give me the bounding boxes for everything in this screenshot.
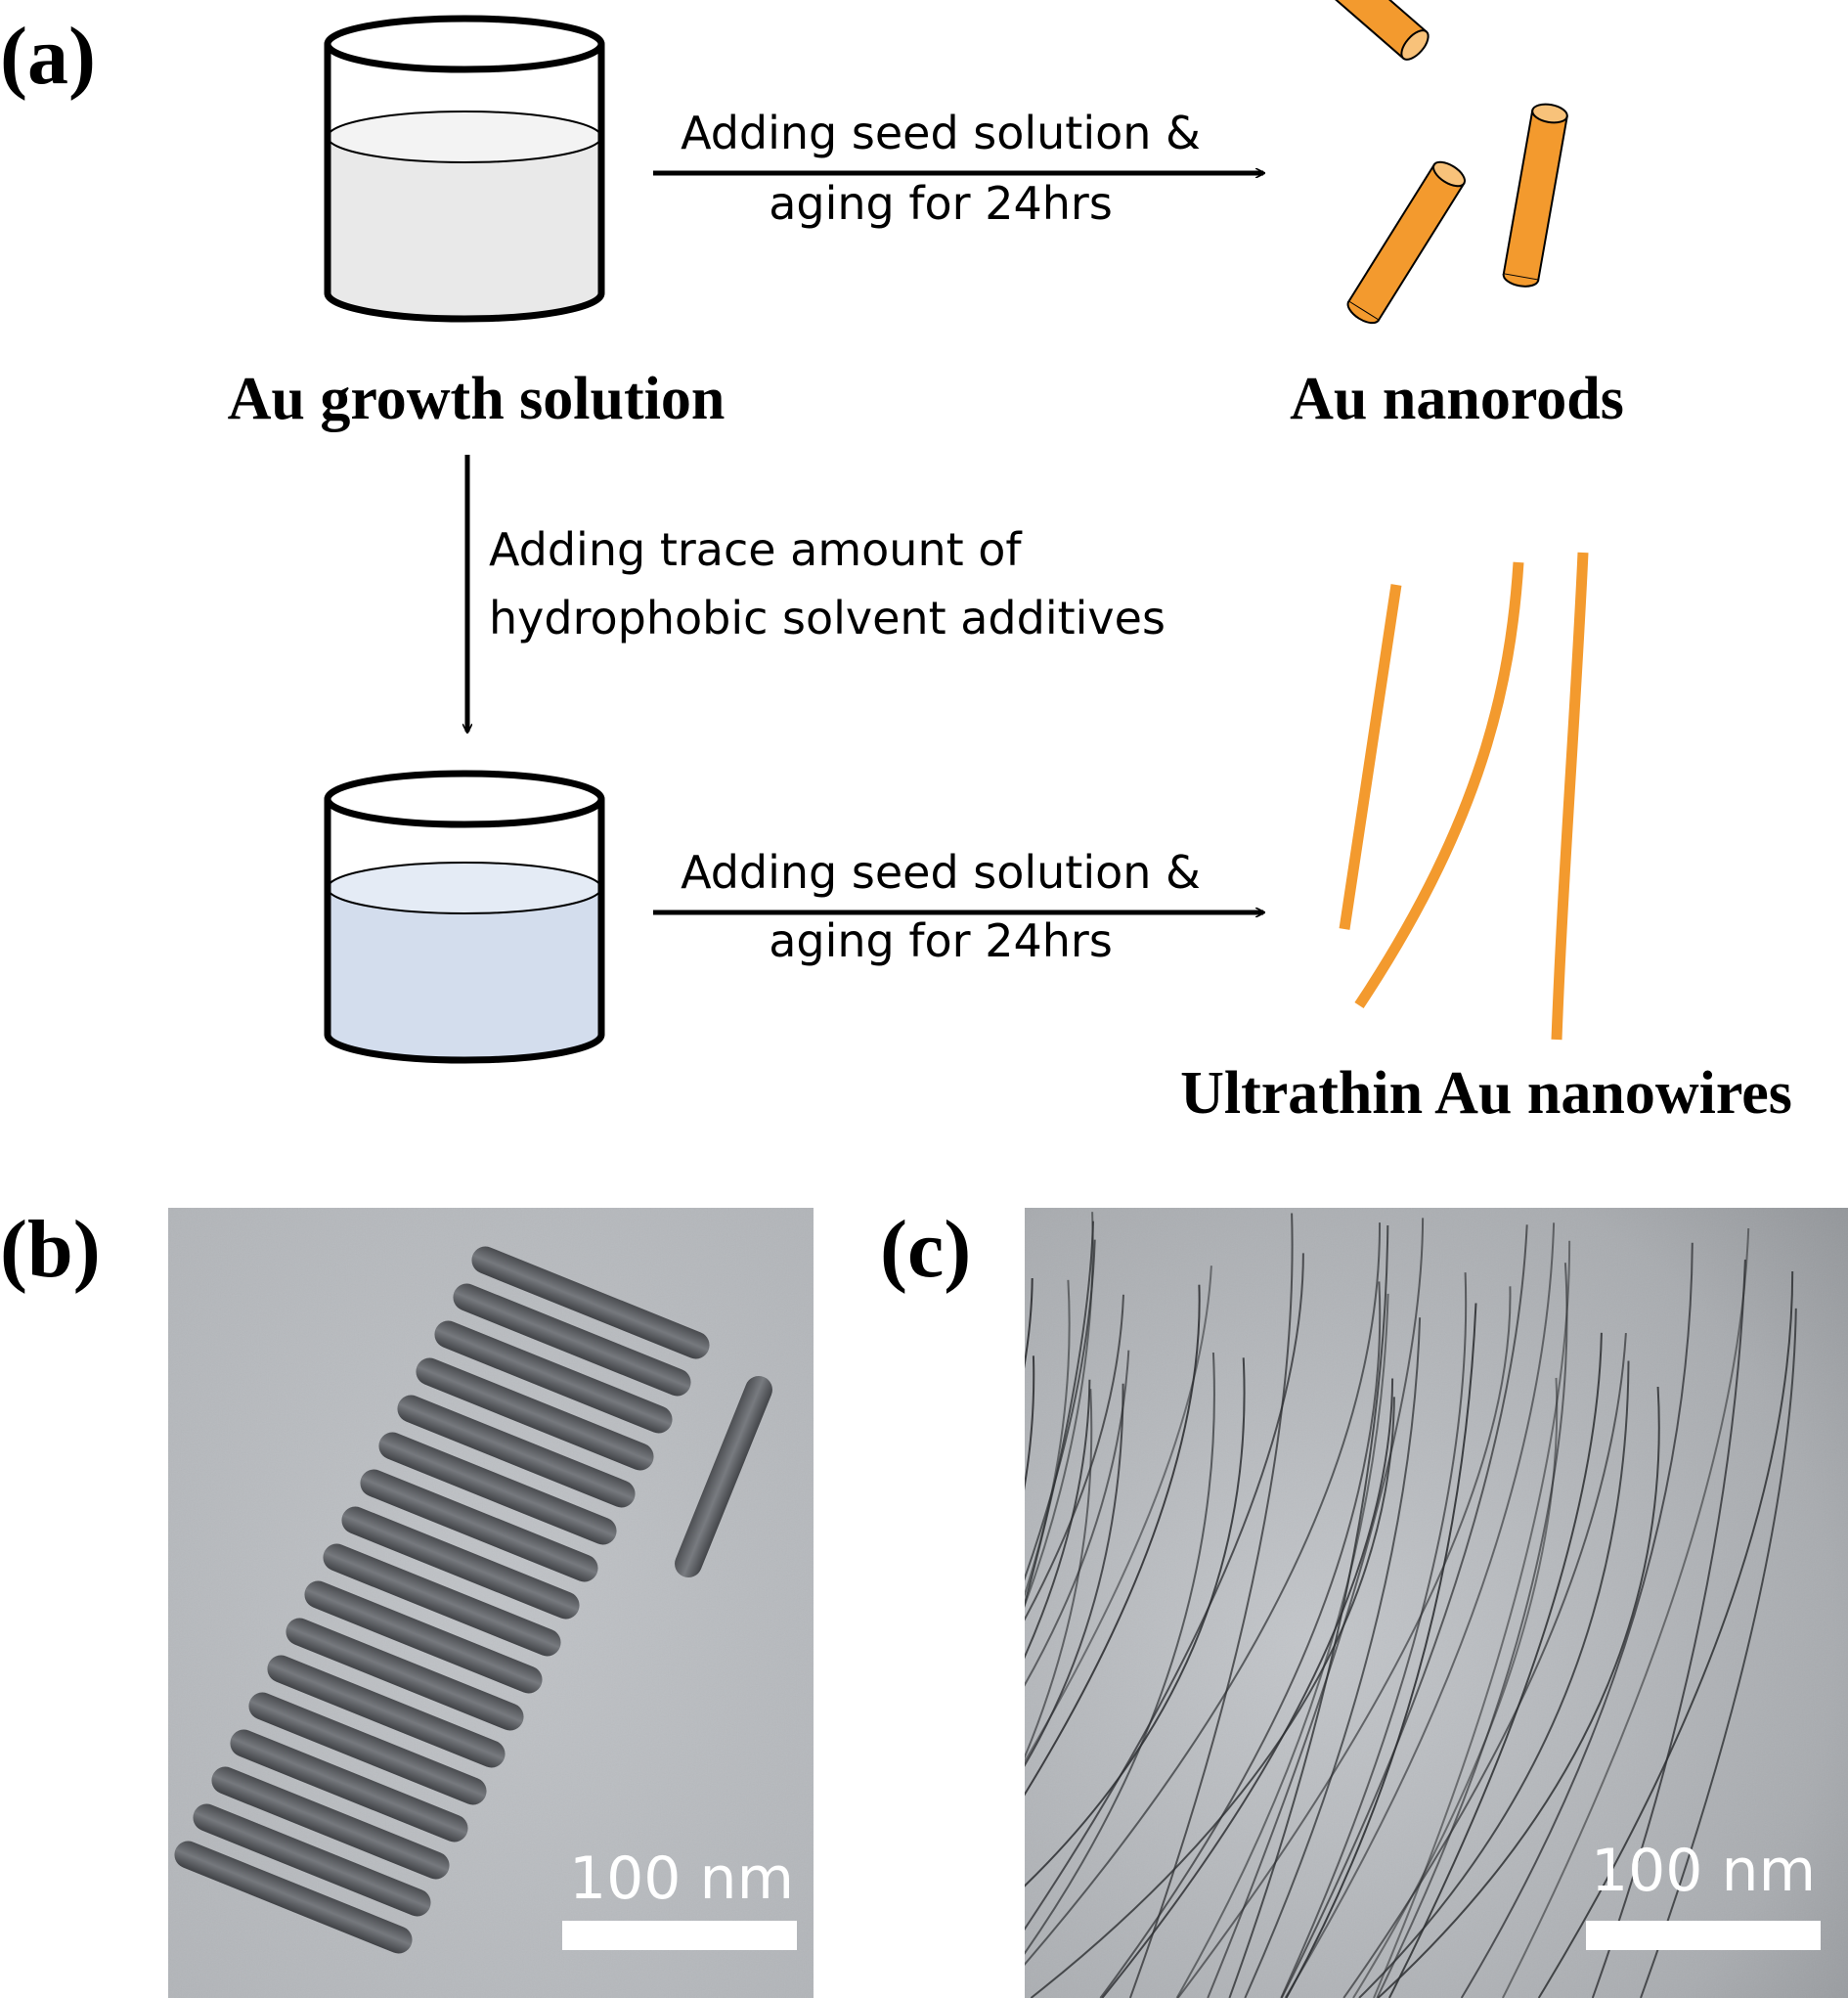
tem-nanowire	[1101, 1378, 1394, 1998]
top-beaker-caption: Au growth solution	[228, 366, 726, 432]
tem-nanowire	[1352, 1377, 1559, 1998]
tem-nanorod	[267, 1655, 506, 1768]
tem-image-c: 100 nm	[1025, 1208, 1848, 1998]
tem-nanorod	[397, 1395, 636, 1508]
bottom-beaker	[324, 770, 605, 1064]
tem-nanowire	[1285, 1303, 1477, 1998]
tem-nanowire	[1030, 1397, 1395, 1998]
tem-nanowires	[1025, 1212, 1797, 1998]
nanorod	[1272, 0, 1430, 61]
tem-nanorod	[434, 1320, 673, 1434]
tem-nanorod	[174, 1841, 413, 1954]
tem-nanowire	[1099, 1281, 1382, 1998]
top-step-text-line2: aging for 24hrs	[769, 177, 1113, 230]
bottom-beaker-liquid	[328, 888, 601, 1060]
tem-nanowire	[1025, 1389, 1093, 1759]
tem-nanorod	[286, 1618, 524, 1731]
tem-nanowire	[1025, 1239, 1096, 1581]
tem-nanowire	[1025, 1383, 1124, 1767]
tem-b-scale-bar	[562, 1921, 797, 1950]
tem-nanowire	[1025, 1355, 1035, 1490]
bottom-step-text-line1: Adding seed solution &	[681, 846, 1201, 899]
top-beaker-liquid-surface	[327, 111, 602, 163]
panel-label-c: (c)	[880, 1204, 971, 1295]
tem-c-scale-label: 100 nm	[1591, 1837, 1816, 1905]
tem-nanorod	[341, 1506, 580, 1620]
top-beaker-liquid	[328, 137, 601, 319]
tem-nanowire	[1025, 1222, 1382, 1966]
tem-nanowire	[1358, 1360, 1630, 1998]
tem-nanorod	[453, 1283, 691, 1397]
tem-nanowire	[1591, 1259, 1746, 1998]
bottom-step-text-line2: aging for 24hrs	[769, 914, 1113, 967]
bottom-beaker-liquid-surface	[327, 862, 602, 914]
nanorod	[1502, 103, 1568, 288]
vertical-step-text-line2: hydrophobic solvent additives	[489, 592, 1166, 644]
tem-nanowire	[1025, 1379, 1091, 1660]
tem-nanorod	[378, 1432, 617, 1545]
tem-nanorods	[174, 1246, 772, 1954]
tem-b-scale-label: 100 nm	[569, 1844, 794, 1913]
tem-nanowire	[1460, 1242, 1694, 1998]
tem-nanowire	[1373, 1240, 1571, 1998]
tem-image-b: 100 nm	[168, 1208, 814, 1998]
tem-nanorod	[360, 1469, 598, 1582]
tem-nanowire	[1377, 1386, 1660, 1998]
tem-nanowire	[1025, 1350, 1130, 1687]
tem-nanowire	[1128, 1213, 1294, 1998]
tem-nanowire	[1025, 1279, 1071, 1598]
au-nanorods-illustration	[1272, 0, 1568, 325]
tem-nanowire	[1537, 1270, 1794, 1998]
tem-nanorod	[416, 1357, 654, 1471]
tem-nanowire	[1025, 1265, 1212, 1764]
tem-nanorod	[211, 1766, 450, 1880]
tem-nanorod	[230, 1729, 468, 1843]
tem-nanowire	[1207, 1218, 1425, 1998]
top-beaker	[324, 15, 605, 323]
tem-nanowire	[1640, 1308, 1797, 1998]
tem-nanowire	[1176, 1286, 1512, 1998]
tem-nanowire	[1025, 1277, 1034, 1369]
tem-nanowire	[1025, 1212, 1094, 1608]
au-nanowires-label: Ultrathin Au nanowires	[1180, 1060, 1792, 1127]
tem-nanowire	[1175, 1293, 1389, 1998]
nanowire	[1354, 561, 1524, 1009]
tem-nanowire	[1244, 1317, 1422, 1998]
tem-nanowire	[1025, 1352, 1215, 1955]
au-nanorods-label: Au nanorods	[1290, 366, 1624, 432]
tem-nanowire	[1025, 1284, 1201, 1797]
tem-nanorod	[193, 1803, 431, 1917]
top-beaker-rim	[324, 15, 605, 73]
top-step-text-line1: Adding seed solution &	[681, 107, 1201, 159]
bottom-beaker-rim	[324, 770, 605, 828]
tem-nanowire	[1025, 1294, 1124, 1621]
nanorod	[1346, 160, 1466, 325]
tem-nanowire	[1284, 1222, 1556, 1998]
tem-nanowire	[1502, 1227, 1750, 1998]
vertical-step-text-line1: Adding trace amount of	[489, 523, 1023, 576]
bottom-beaker-bottom	[324, 1034, 605, 1064]
tem-nanowire	[1376, 1263, 1568, 1998]
tem-nanowire	[1280, 1272, 1468, 1998]
tem-nanorod	[248, 1692, 487, 1805]
nanowire	[1551, 552, 1589, 1041]
tem-nanowire	[1388, 1332, 1603, 1998]
tem-nanorod	[304, 1580, 543, 1694]
tem-nanorod	[471, 1246, 710, 1359]
tem-c-scale-bar	[1586, 1921, 1821, 1950]
top-beaker-bottom	[324, 292, 605, 323]
tem-nanowire	[1025, 1357, 1246, 1887]
nanowire	[1339, 584, 1402, 930]
tem-nanorod	[675, 1375, 772, 1578]
tem-nanowire	[1025, 1253, 1304, 1931]
tem-nanowire	[1280, 1224, 1528, 1998]
au-nanowires-illustration	[1339, 552, 1589, 1041]
panel-label-b: (b)	[0, 1204, 101, 1295]
panel-label-a: (a)	[0, 11, 96, 102]
tem-nanorod	[323, 1543, 561, 1657]
